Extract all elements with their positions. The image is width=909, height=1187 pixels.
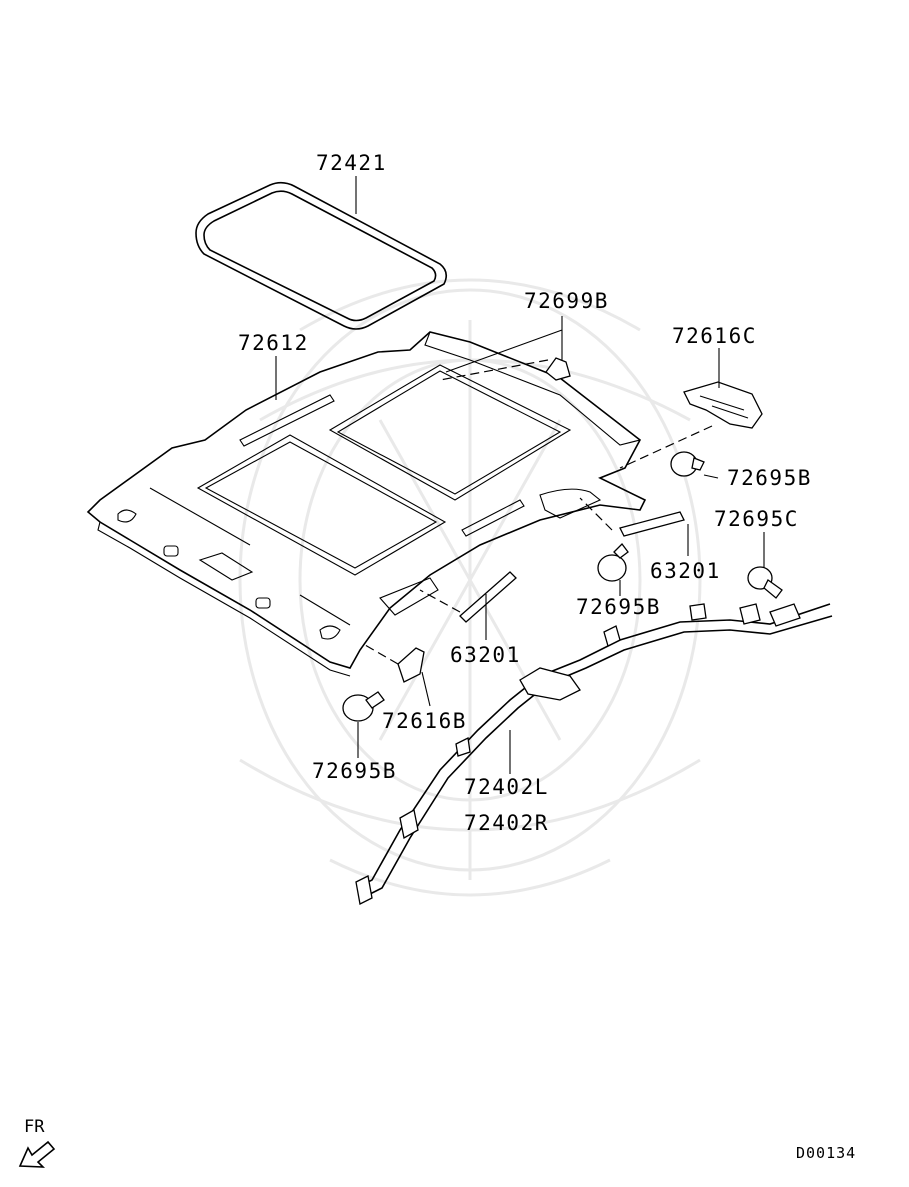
label-72421: 72421 xyxy=(316,151,387,175)
grip-63201-rear-part xyxy=(579,497,685,537)
clip-72695b-rear-part xyxy=(670,451,705,477)
label-72402l: 72402L xyxy=(464,775,549,799)
headliner-part xyxy=(86,331,647,677)
label-72695b-rear: 72695B xyxy=(727,466,812,490)
bracket-72616c-part xyxy=(619,381,763,469)
front-arrow-icon xyxy=(18,1140,56,1168)
label-72695b-front: 72695B xyxy=(312,759,397,783)
label-63201-rear: 63201 xyxy=(650,559,721,583)
sunroof-seal-part xyxy=(195,181,448,330)
label-72699b: 72699B xyxy=(524,289,609,313)
label-72616c: 72616C xyxy=(672,324,757,348)
direction-label: FR xyxy=(24,1117,45,1137)
clip-72695c-part xyxy=(747,566,783,599)
label-63201-front: 63201 xyxy=(450,643,521,667)
clip-72695b-front-part xyxy=(342,691,385,722)
label-72616b: 72616B xyxy=(382,709,467,733)
watermark-emblem xyxy=(238,278,702,897)
grip-63201-front-part xyxy=(419,571,517,623)
label-72402r: 72402R xyxy=(464,811,549,835)
label-72695b-mid: 72695B xyxy=(576,595,661,619)
clip-72699b-part xyxy=(439,357,571,381)
leader-lines xyxy=(275,176,765,774)
label-72612: 72612 xyxy=(238,331,309,355)
curtain-airbag-part xyxy=(355,603,833,905)
clip-72695b-mid-part xyxy=(597,543,629,582)
bracket-72616b-part xyxy=(364,644,425,683)
drawing-code: D00134 xyxy=(796,1144,856,1162)
label-72695c: 72695C xyxy=(714,507,799,531)
